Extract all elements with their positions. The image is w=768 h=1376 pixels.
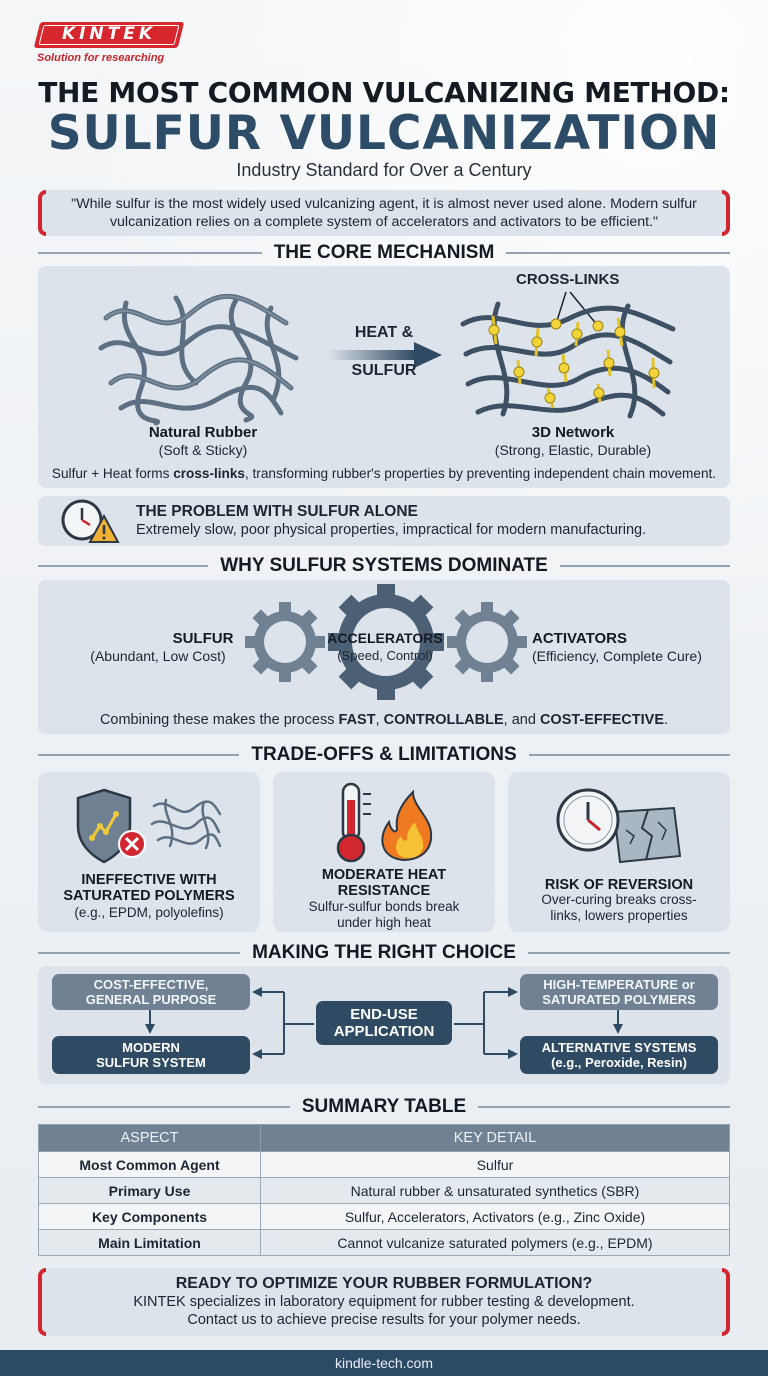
table-row: Most Common Agent Sulfur [38,1151,730,1178]
quote-bracket-right [722,190,730,236]
tradeoff-3-title: RISK OF REVERSION [544,877,694,893]
sulfur-sub: (Abundant, Low Cost) [90,648,226,664]
table-header-row: ASPECT KEY DETAIL [38,1124,730,1152]
logo-text: KINTEK [61,24,157,44]
table-header-detail: KEY DETAIL [260,1124,730,1152]
flow-box-alternative: ALTERNATIVE SYSTEMS(e.g., Peroxide, Resi… [520,1036,718,1074]
tradeoff-3-desc-l1: Over-curing breaks cross- [541,892,697,907]
tradeoff-card-saturated: INEFFECTIVE WITH SATURATED POLYMERS (e.g… [38,772,260,932]
table-cell-detail: Natural rubber & unsaturated synthetics … [260,1177,730,1204]
arrow-label-2: SULFUR [351,362,417,379]
table-cell-detail: Cannot vulcanize saturated polymers (e.g… [260,1229,730,1256]
shield-polymer-icon [76,788,222,864]
tradeoff-2-title-l1: MODERATE HEAT [321,867,447,883]
cta-bracket-right [722,1268,730,1336]
table-cell-detail: Sulfur [260,1151,730,1178]
tradeoff-1-title-l2: SATURATED POLYMERS [63,888,235,904]
section-title-summary: SUMMARY TABLE [38,1096,730,1118]
table-cell-aspect: Key Components [38,1203,261,1230]
flow-connectors [145,987,623,1059]
why-caption: Combining these makes the process FAST, … [99,712,669,728]
tradeoff-2-desc-l1: Sulfur-sulfur bonds break [308,899,460,914]
table-cell-detail: Sulfur, Accelerators, Activators (e.g., … [260,1203,730,1230]
tradeoff-1-desc: (e.g., EPDM, polyolefins) [74,905,224,920]
tradeoff-2-desc-l2: under high heat [337,915,431,930]
section-title-tradeoffs: TRADE-OFFS & LIMITATIONS [38,744,730,766]
flow-box-cost-effective: COST-EFFECTIVE,GENERAL PURPOSE [52,974,250,1010]
cta-box[interactable]: READY TO OPTIMIZE YOUR RUBBER FORMULATIO… [38,1268,730,1336]
why-panel: SULFUR (Abundant, Low Cost) ACCELERATORS… [38,580,730,734]
tradeoffs-title-text: TRADE-OFFS & LIMITATIONS [251,744,517,765]
arrow-label-1: HEAT & [354,324,414,341]
core-title-text: THE CORE MECHANISM [273,242,495,263]
problem-panel: THE PROBLEM WITH SULFUR ALONE Extremely … [38,496,730,546]
right-arrow-icon [328,342,442,368]
table-cell-aspect: Most Common Agent [38,1151,261,1178]
tradeoff-card-reversion: RISK OF REVERSION Over-curing breaks cro… [508,772,730,932]
table-cell-aspect: Primary Use [38,1177,261,1204]
table-row: Main Limitation Cannot vulcanize saturat… [38,1229,730,1256]
clock-warning-icon [61,499,120,543]
core-panel: HEAT & SULFUR CROSS-LINKS [38,266,730,488]
tradeoff-card-heat: MODERATE HEAT RESISTANCE Sulfur-sulfur b… [273,772,495,932]
section-title-core: THE CORE MECHANISM [38,242,730,264]
problem-text: Extremely slow, poor physical properties… [136,522,647,538]
cta-title: READY TO OPTIMIZE YOUR RUBBER FORMULATIO… [175,1275,593,1292]
crosslinked-network-icon [460,291,676,419]
sulfur-title: SULFUR [172,630,234,647]
choice-title-text: MAKING THE RIGHT CHOICE [252,942,516,963]
crosslinks-label: CROSS-LINKS [516,271,620,288]
clock-broken-icon [556,788,682,864]
table-row: Primary Use Natural rubber & unsaturated… [38,1177,730,1204]
cta-line-1: KINTEK specializes in laboratory equipme… [133,1294,635,1310]
table-header-aspect: ASPECT [38,1124,261,1152]
logo-tagline: Solution for researching [37,52,165,64]
headline-subtitle: Industry Standard for Over a Century [236,160,532,180]
natural-rubber-sub: (Soft & Sticky) [158,442,248,458]
table-row: Key Components Sulfur, Accelerators, Act… [38,1203,730,1230]
cta-bracket-left [38,1268,46,1336]
section-title-why: WHY SULFUR SYSTEMS DOMINATE [38,555,730,577]
tradeoff-3-desc-l2: links, lowers properties [550,908,688,923]
summary-title-text: SUMMARY TABLE [301,1096,467,1117]
table-cell-aspect: Main Limitation [38,1229,261,1256]
tradeoff-2-title-l2: RESISTANCE [337,883,431,899]
quote-box: "While sulfur is the most widely used vu… [38,190,730,236]
activators-sub: (Efficiency, Complete Cure) [532,648,702,664]
headline-main: SULFUR VULCANIZATION [47,106,721,161]
core-caption: Sulfur + Heat forms cross-links, transfo… [51,466,717,481]
network-sub: (Strong, Elastic, Durable) [494,442,652,458]
headline-top: THE MOST COMMON VULCANIZING METHOD: [38,76,730,109]
accelerators-title: ACCELERATORS [327,630,443,646]
network-title: 3D Network [531,424,615,441]
section-title-choice: MAKING THE RIGHT CHOICE [38,942,731,964]
kintek-logo[interactable]: KINTEK Solution for researching [33,22,185,68]
tangled-rubber-icon [98,293,299,426]
quote-bracket-left [38,190,46,236]
gears-icon [245,584,527,700]
why-title-text: WHY SULFUR SYSTEMS DOMINATE [220,555,548,576]
natural-rubber-title: Natural Rubber [148,424,258,441]
footer-url[interactable]: kindle-tech.com [0,1350,768,1376]
cta-line-2: Contact us to achieve precise results fo… [187,1312,581,1328]
accelerators-sub: (Speed, Control) [337,648,433,663]
problem-title: THE PROBLEM WITH SULFUR ALONE [136,503,418,520]
activators-title: ACTIVATORS [532,630,628,647]
quote-text: "While sulfur is the most widely used vu… [71,196,697,230]
summary-table: ASPECT KEY DETAIL Most Common Agent Sulf… [38,1124,730,1256]
tradeoff-1-title-l1: INEFFECTIVE WITH [81,872,217,888]
thermometer-fire-icon [336,782,433,863]
